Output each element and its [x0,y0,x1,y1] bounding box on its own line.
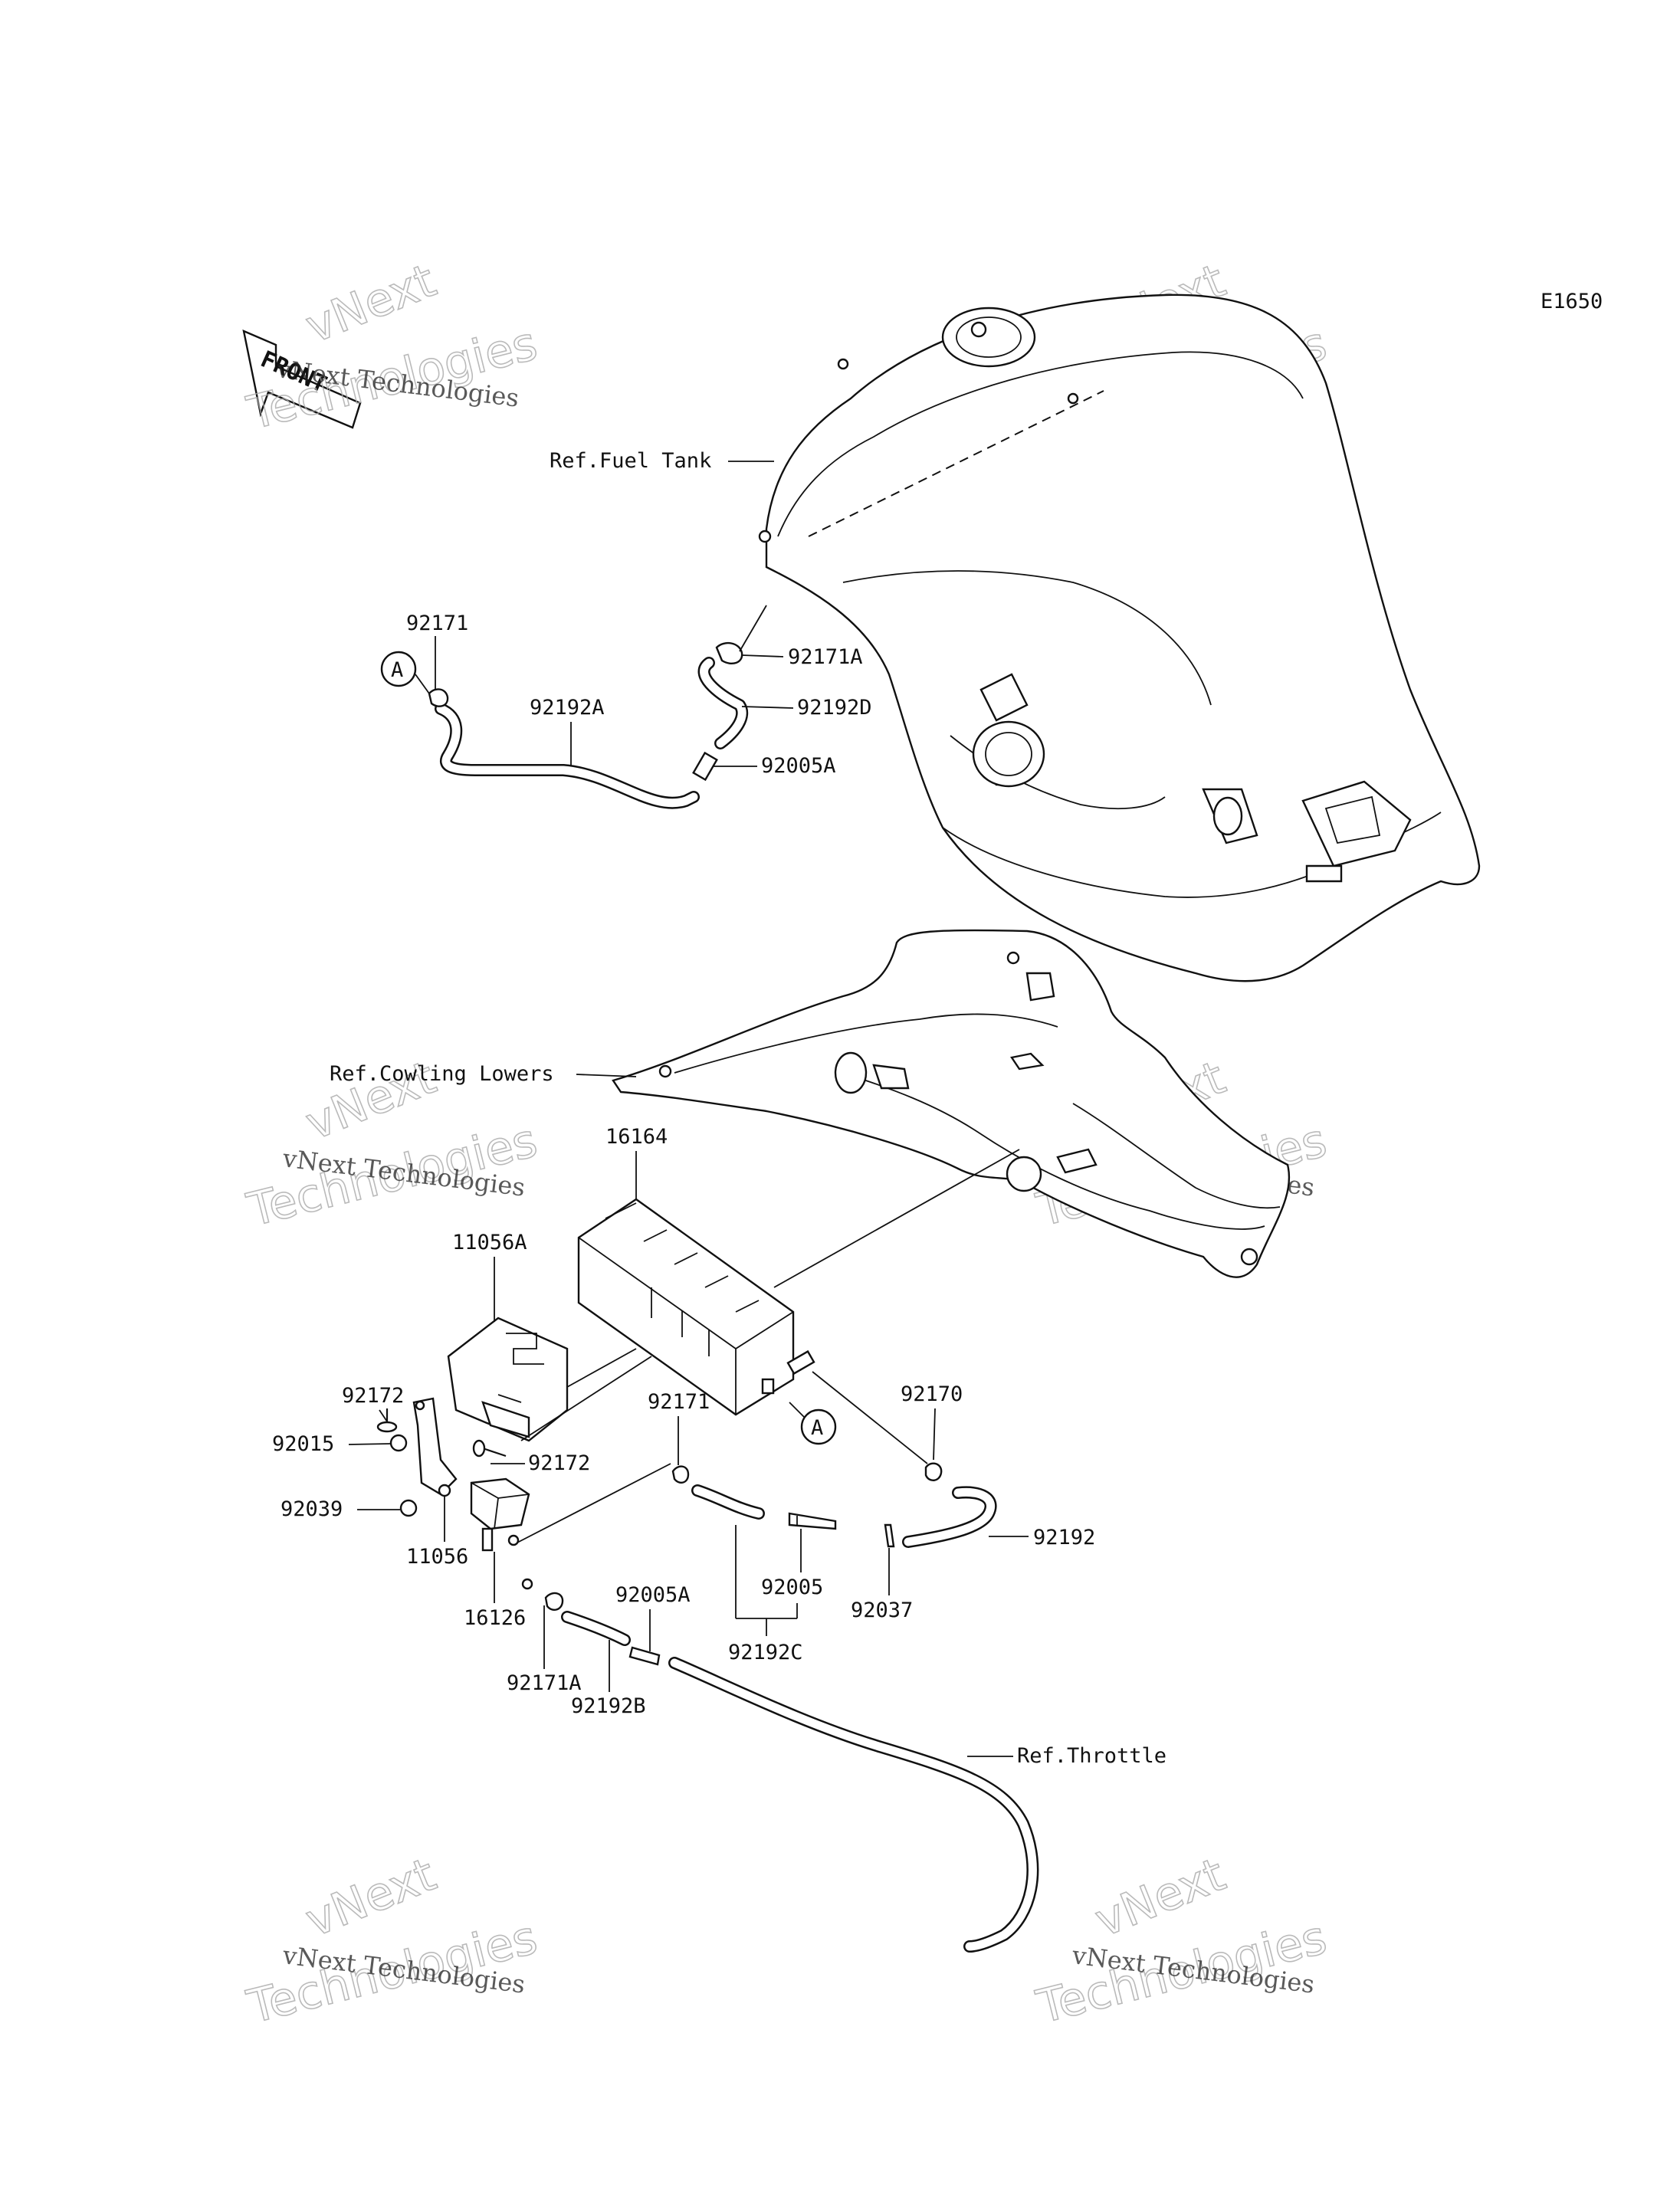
svg-text:A: A [391,658,403,682]
cowling-drawing [612,929,1291,1278]
leader-tank-to-clamp [739,605,767,652]
label-92171A-bottom: 92171A [507,1671,582,1695]
fitting-92005A-top [692,751,718,782]
label-92192: 92192 [1033,1526,1095,1549]
label-92039: 92039 [281,1497,343,1521]
bracket-92192C [735,1525,798,1636]
label-92171A-top: 92171A [788,645,863,669]
svg-text:vNext: vNext [298,254,443,354]
label-92192B: 92192B [571,1694,646,1718]
label-11056A: 11056A [452,1231,527,1254]
label-92172-a: 92172 [342,1384,404,1408]
bracket-11056A [447,1317,569,1442]
svg-text:vNext: vNext [1088,1848,1232,1948]
leader-canister-to-92170 [812,1371,928,1464]
watermark-bottom-left: vNext Technologies vNext Technologies [241,1848,543,2035]
leader-valve-to-92171 [517,1463,671,1543]
fitting-92005A-bottom [628,1646,661,1666]
label-92037: 92037 [851,1599,913,1622]
watermark-bottom-right: vNext Technologies vNext Technologies [1031,1848,1332,2035]
label-92171-mid: 92171 [648,1390,710,1414]
ref-throttle-label: Ref.Throttle [1017,1744,1166,1768]
clamp-92171A-bottom [544,1592,564,1611]
clamp-92171A-top [715,641,743,664]
label-92005: 92005 [761,1576,823,1599]
label-92192C: 92192C [728,1641,803,1664]
clamp-92171-mid [671,1465,690,1484]
clamp-92170 [924,1462,943,1481]
clamp-92037 [884,1523,895,1548]
screw-92172-b [472,1439,507,1458]
svg-text:vNext: vNext [298,1848,443,1948]
hose-92192 [902,1486,997,1548]
hose-92192B [561,1611,631,1646]
label-92171-top: 92171 [406,612,468,635]
label-92172-b: 92172 [528,1451,590,1475]
bolt-92039 [399,1499,418,1517]
dashed-link-fuel-tank [808,390,1104,537]
nut-92015 [389,1434,408,1452]
hose-92192A [435,703,700,809]
ref-fuel-tank-label: Ref.Fuel Tank [550,449,711,473]
clamp-92171-top [428,688,449,707]
hose-92192D [697,657,749,749]
valve-16126 [470,1477,533,1590]
hose-92192C [691,1484,765,1520]
fuel-tank-drawing [758,293,1481,982]
throttle-hose [668,1657,1039,1953]
label-92192A: 92192A [530,696,605,720]
label-92192D: 92192D [797,696,872,720]
svg-text:A: A [811,1416,823,1440]
link-canister-to-cowling [773,1149,1020,1288]
label-16164: 16164 [605,1125,668,1149]
canister-16164 [577,1198,815,1416]
ref-cowling-label: Ref.Cowling Lowers [330,1062,554,1086]
watermark-top-left: vNext Technologies vNext Technologies [241,254,543,441]
diagram-code: E1650 [1541,290,1603,313]
callout-a-top: A [380,651,430,694]
label-92005A-bottom: 92005A [615,1583,691,1607]
label-92170: 92170 [901,1382,963,1406]
label-92005A-top: 92005A [761,754,836,778]
label-16126: 16126 [464,1606,526,1630]
label-11056: 11056 [406,1545,468,1569]
fitting-92005 [788,1512,837,1530]
callout-a-mid: A [789,1402,837,1445]
screw-92172-a [376,1408,398,1433]
label-92015: 92015 [272,1432,334,1456]
bracket-11056 [412,1397,458,1497]
